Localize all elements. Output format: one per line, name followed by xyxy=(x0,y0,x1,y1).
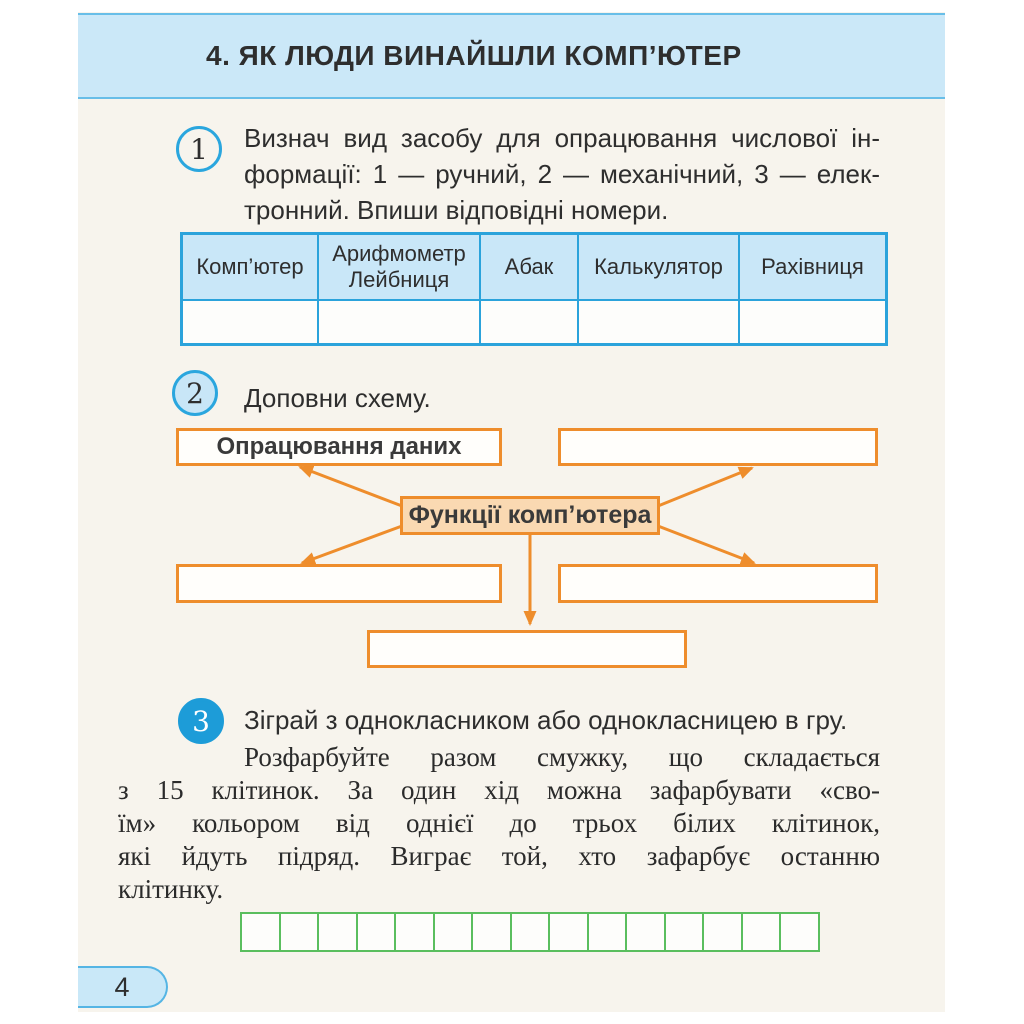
strip-cell xyxy=(281,914,319,950)
chapter-title: 4. ЯК ЛЮДИ ВИНАЙШЛИ КОМП’ЮТЕР xyxy=(206,40,742,71)
scheme-box-computer-functions: Функції комп’ютера xyxy=(400,496,660,535)
scheme-box-empty-mid-left xyxy=(176,564,502,603)
arrow-to-mid-left xyxy=(300,524,403,565)
table-header-cell: Комп’ютер xyxy=(183,235,319,301)
page-number-pill: 4 xyxy=(78,966,168,1008)
strip-cell xyxy=(781,914,818,950)
arrow-to-top-left xyxy=(298,465,403,508)
table-answer-cell xyxy=(579,301,740,343)
table-answer-cell xyxy=(319,301,481,343)
task1-line: тронний. Впиши відповідні номери. xyxy=(244,195,669,225)
task3-line: які йдуть підряд. Виграє той, хто зафарб… xyxy=(118,841,880,871)
strip-cell xyxy=(627,914,666,950)
strip-cell xyxy=(589,914,627,950)
task1-line: Визнач вид засобу для опрацювання числов… xyxy=(244,123,880,153)
table-header-cell: Абак xyxy=(481,235,579,301)
task3-line: клітинку. xyxy=(118,874,224,904)
strip-cell xyxy=(473,914,512,950)
table-answer-cell xyxy=(740,301,885,343)
table-answer-cell xyxy=(481,301,579,343)
task3-line: з 15 клітинок. За один хід можна зафарбу… xyxy=(118,775,880,805)
scheme-box-empty-top-right xyxy=(558,428,878,466)
scheme-box-data-processing: Опрацювання даних xyxy=(176,428,502,466)
strip-cell xyxy=(435,914,473,950)
strip-cell xyxy=(743,914,781,950)
table-answer-row xyxy=(183,301,885,343)
task1-number-badge: 1 xyxy=(176,126,222,172)
chapter-header-band: 4. ЯК ЛЮДИ ВИНАЙШЛИ КОМП’ЮТЕР xyxy=(78,13,945,99)
table-header-row: Комп’ютер Арифмометр Лейбниця Абак Кальк… xyxy=(183,235,885,301)
arrow-to-mid-right xyxy=(657,524,756,565)
strip-cell xyxy=(242,914,281,950)
task1-line: формації: 1 — ручний, 2 — механічний, 3 … xyxy=(244,159,880,189)
strip-cell xyxy=(704,914,743,950)
task2-number: 2 xyxy=(186,376,204,410)
task3-line: Розфарбуйте разом смужку, що складається xyxy=(244,742,880,772)
task2-text: Доповни схему. xyxy=(244,383,431,413)
task3-rules-paragraph: Розфарбуйте разом смужку, що складається… xyxy=(118,741,880,906)
task2-number-badge: 2 xyxy=(172,370,218,416)
task3-number: 3 xyxy=(192,704,210,738)
strip-cell xyxy=(550,914,589,950)
arrow-to-top-right xyxy=(657,466,754,508)
strip-cell xyxy=(358,914,396,950)
task3-line: їм» кольором від однієї до трьох білих к… xyxy=(118,808,880,838)
game-strip-15-cells xyxy=(240,912,820,952)
table-header-cell: Калькулятор xyxy=(579,235,740,301)
answer-table: Комп’ютер Арифмометр Лейбниця Абак Кальк… xyxy=(180,232,888,346)
task1-number: 1 xyxy=(190,132,208,166)
page-number: 4 xyxy=(114,971,130,1002)
scheme-box-empty-bottom xyxy=(367,630,687,668)
task3-intro: Зіграй з однокласником або однокласницею… xyxy=(244,705,848,735)
table-answer-cell xyxy=(183,301,319,343)
strip-cell xyxy=(319,914,358,950)
task3-number-badge: 3 xyxy=(178,698,224,744)
scheme-arrows xyxy=(298,465,756,626)
strip-cell xyxy=(512,914,550,950)
table-header-cell: Арифмометр Лейбниця xyxy=(319,235,481,301)
table-header-cell: Рахівниця xyxy=(740,235,885,301)
task1-text: Визнач вид засобу для опрацювання числов… xyxy=(244,120,880,228)
strip-cell xyxy=(666,914,704,950)
strip-cell xyxy=(396,914,435,950)
scheme-box-empty-mid-right xyxy=(558,564,878,603)
